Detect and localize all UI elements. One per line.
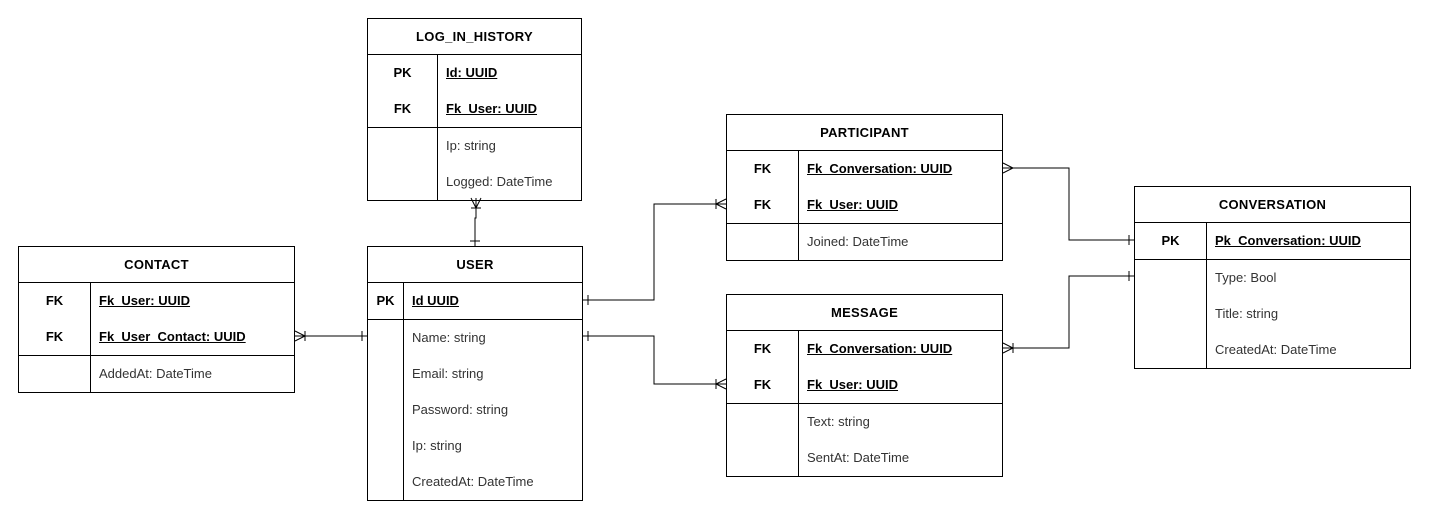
fk-marker: FK — [45, 293, 64, 308]
fk-marker: FK — [753, 377, 772, 392]
key-marker-column — [727, 224, 799, 260]
crows-foot-marker — [714, 198, 727, 210]
key-section: PK Id UUID — [368, 283, 582, 320]
key-field: Fk_Conversation: UUID — [807, 161, 953, 176]
relationship-user-participant[interactable] — [583, 198, 727, 305]
key-marker-column: PK FK — [368, 55, 438, 127]
crows-foot-marker — [1002, 162, 1015, 174]
attribute-field: CreatedAt: DateTime — [412, 474, 534, 489]
key-field: Fk_Conversation: UUID — [807, 341, 953, 356]
key-marker-column — [19, 356, 91, 392]
attribute-field: Text: string — [807, 414, 870, 429]
fk-marker: FK — [753, 161, 772, 176]
attribute-field: Logged: DateTime — [446, 174, 553, 189]
key-marker-column: FK FK — [19, 283, 91, 355]
relationship-user-log-in-history[interactable] — [470, 197, 482, 246]
entity-contact[interactable]: CONTACT FK FK Fk_User: UUID Fk_User_Cont… — [18, 246, 295, 393]
attribute-section: AddedAt: DateTime — [19, 356, 294, 392]
attribute-column: Name: string Email: string Password: str… — [404, 320, 582, 500]
attribute-field: SentAt: DateTime — [807, 450, 910, 465]
attribute-field: Name: string — [412, 330, 486, 345]
key-section: FK FK Fk_Conversation: UUID Fk_User: UUI… — [727, 331, 1002, 404]
attribute-section: Ip: string Logged: DateTime — [368, 128, 581, 200]
key-marker-column — [1135, 260, 1207, 368]
key-field: Id: UUID — [446, 65, 498, 80]
relationship-conversation-message[interactable] — [1002, 271, 1134, 354]
key-marker-column: FK FK — [727, 151, 799, 223]
attribute-column: Type: Bool Title: string CreatedAt: Date… — [1207, 260, 1410, 368]
pk-marker: PK — [1161, 233, 1180, 248]
key-marker-column: PK — [1135, 223, 1207, 259]
attribute-column: Joined: DateTime — [799, 224, 1002, 260]
key-marker-column: PK — [368, 283, 404, 319]
key-field: Fk_User: UUID — [807, 197, 899, 212]
entity-title: CONVERSATION — [1135, 187, 1410, 223]
entity-title: PARTICIPANT — [727, 115, 1002, 151]
attribute-field: Ip: string — [412, 438, 462, 453]
key-field: Fk_User_Contact: UUID — [99, 329, 246, 344]
attribute-field: Type: Bool — [1215, 270, 1277, 285]
key-field-column: Fk_Conversation: UUID Fk_User: UUID — [799, 151, 1002, 223]
entity-title: CONTACT — [19, 247, 294, 283]
entity-message[interactable]: MESSAGE FK FK Fk_Conversation: UUID Fk_U… — [726, 294, 1003, 477]
key-field-column: Id: UUID Fk_User: UUID — [438, 55, 581, 127]
key-field: Fk_User: UUID — [446, 101, 538, 116]
key-marker-column: FK FK — [727, 331, 799, 403]
key-section: PK FK Id: UUID Fk_User: UUID — [368, 55, 581, 128]
key-field: Fk_User: UUID — [807, 377, 899, 392]
key-field: Id UUID — [412, 293, 459, 308]
fk-marker: FK — [753, 197, 772, 212]
attribute-section: Text: string SentAt: DateTime — [727, 404, 1002, 476]
attribute-field: CreatedAt: DateTime — [1215, 342, 1337, 357]
attribute-column: AddedAt: DateTime — [91, 356, 294, 392]
pk-marker: PK — [393, 65, 412, 80]
entity-conversation[interactable]: CONVERSATION PK Pk_Conversation: UUID Ty… — [1134, 186, 1411, 369]
entity-title: LOG_IN_HISTORY — [368, 19, 581, 55]
key-section: FK FK Fk_Conversation: UUID Fk_User: UUI… — [727, 151, 1002, 224]
attribute-field: Password: string — [412, 402, 509, 417]
key-field-column: Fk_User: UUID Fk_User_Contact: UUID — [91, 283, 294, 355]
key-marker-column — [368, 320, 404, 500]
attribute-column: Ip: string Logged: DateTime — [438, 128, 581, 200]
fk-marker: FK — [753, 341, 772, 356]
attribute-field: AddedAt: DateTime — [99, 366, 212, 381]
key-section: PK Pk_Conversation: UUID — [1135, 223, 1410, 260]
key-field-column: Id UUID — [404, 283, 582, 319]
key-marker-column — [368, 128, 438, 200]
attribute-section: Name: string Email: string Password: str… — [368, 320, 582, 500]
attribute-field: Title: string — [1215, 306, 1279, 321]
crows-foot-marker — [714, 378, 727, 390]
attribute-field: Ip: string — [446, 138, 496, 153]
relationship-user-contact[interactable] — [294, 330, 367, 342]
key-field-column: Pk_Conversation: UUID — [1207, 223, 1410, 259]
fk-marker: FK — [393, 101, 412, 116]
entity-participant[interactable]: PARTICIPANT FK FK Fk_Conversation: UUID … — [726, 114, 1003, 261]
attribute-column: Text: string SentAt: DateTime — [799, 404, 1002, 476]
entity-title: MESSAGE — [727, 295, 1002, 331]
relationship-conversation-participant[interactable] — [1002, 162, 1134, 245]
key-field-column: Fk_Conversation: UUID Fk_User: UUID — [799, 331, 1002, 403]
entity-user[interactable]: USER PK Id UUID Name: string Email: stri… — [367, 246, 583, 501]
key-marker-column — [727, 404, 799, 476]
attribute-section: Type: Bool Title: string CreatedAt: Date… — [1135, 260, 1410, 368]
relationship-user-message[interactable] — [583, 331, 727, 390]
key-section: FK FK Fk_User: UUID Fk_User_Contact: UUI… — [19, 283, 294, 356]
attribute-field: Joined: DateTime — [807, 234, 909, 249]
fk-marker: FK — [45, 329, 64, 344]
entity-log-in-history[interactable]: LOG_IN_HISTORY PK FK Id: UUID Fk_User: U… — [367, 18, 582, 201]
attribute-section: Joined: DateTime — [727, 224, 1002, 260]
crows-foot-marker — [1002, 342, 1015, 354]
key-field: Fk_User: UUID — [99, 293, 191, 308]
key-field: Pk_Conversation: UUID — [1215, 233, 1361, 248]
entity-title: USER — [368, 247, 582, 283]
attribute-field: Email: string — [412, 366, 484, 381]
pk-marker: PK — [376, 293, 395, 308]
crows-foot-marker — [294, 330, 307, 342]
